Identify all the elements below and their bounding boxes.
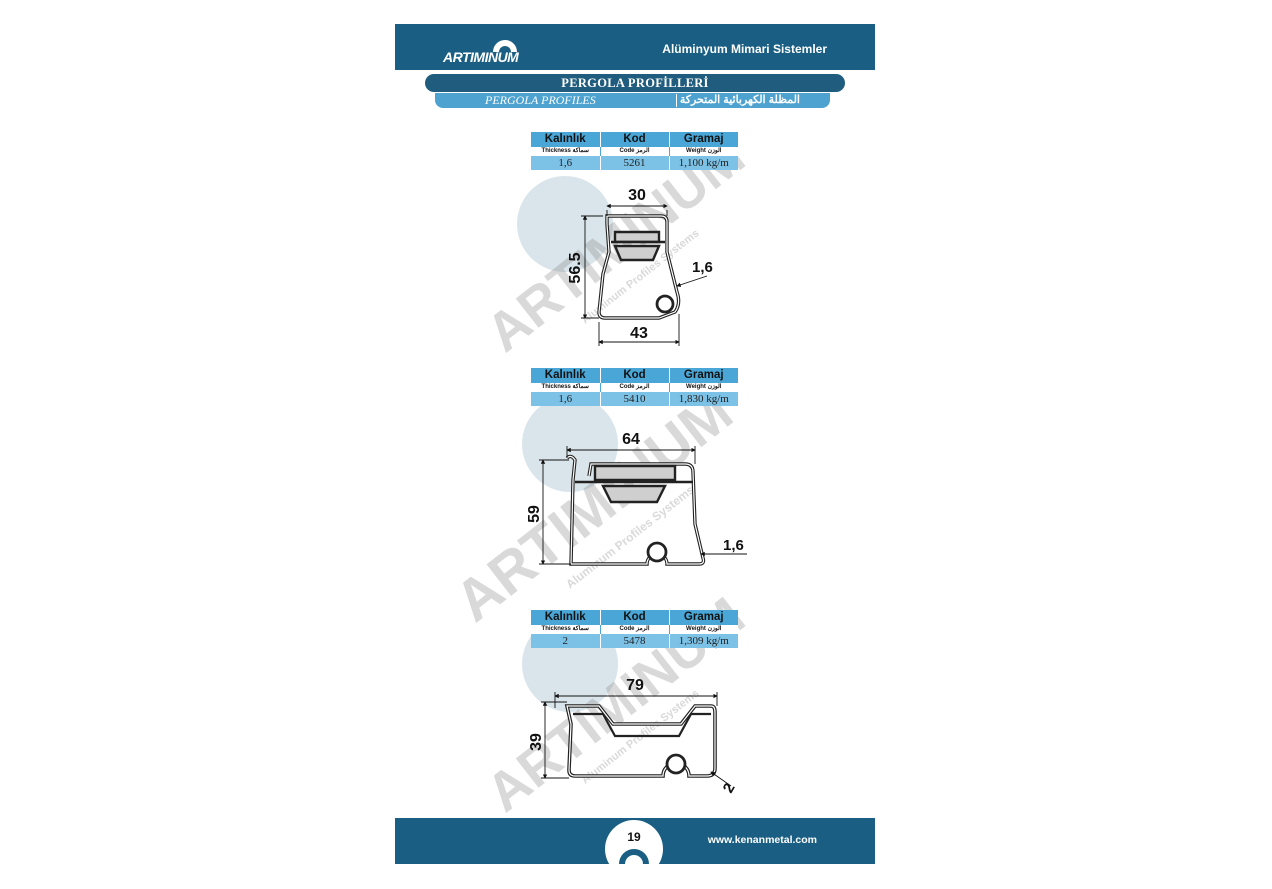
profile-5478-outline bbox=[564, 704, 717, 778]
code-subheader: Code الرمز bbox=[600, 383, 670, 392]
code-header: Kod bbox=[600, 610, 670, 625]
thickness-subheader: Thickness سماكة bbox=[531, 625, 601, 634]
profile-5261-chamber bbox=[613, 230, 661, 262]
profile-5410-top-chamber bbox=[593, 464, 677, 482]
spec-table-1: Kalınlık Kod Gramaj Thickness سماكة Code… bbox=[531, 132, 738, 170]
weight-value: 1,830 kg/m bbox=[669, 392, 738, 406]
thickness-subheader: Thickness سماكة bbox=[531, 383, 601, 392]
section-subtitle-ar: المظلة الكهربائية المتحركة bbox=[679, 94, 800, 106]
profile-5478-top-dim: 79 bbox=[626, 677, 644, 694]
catalog-page: ARTIMINUM Alüminyum Mimari Sistemler PER… bbox=[395, 24, 875, 878]
thickness-value: 1,6 bbox=[531, 392, 601, 406]
artiminum-logo: ARTIMINUM bbox=[442, 40, 520, 64]
profile-5261-height-dim: 56.5 bbox=[567, 252, 584, 283]
profile-5410-height-dim: 59 bbox=[526, 505, 543, 523]
code-value: 5478 bbox=[600, 634, 670, 648]
weight-header: Gramaj bbox=[669, 610, 738, 625]
profile-5478-wall-dim: 2 bbox=[720, 780, 739, 796]
profile-5261-slot bbox=[655, 294, 675, 314]
profile-5261-bottom-dim: 43 bbox=[630, 325, 648, 342]
profile-5410-top-dim: 64 bbox=[622, 431, 640, 448]
profile-5478-dimension-lines bbox=[541, 692, 732, 787]
profile-5261-wall-dim: 1,6 bbox=[692, 259, 713, 276]
page-footer bbox=[395, 818, 875, 878]
weight-value: 1,100 kg/m bbox=[669, 156, 738, 170]
code-header: Kod bbox=[600, 132, 670, 147]
spec-table-2: Kalınlık Kod Gramaj Thickness سماكة Code… bbox=[531, 368, 738, 406]
profile-5410-dimension-lines bbox=[539, 446, 747, 565]
footer-arc-icon bbox=[619, 849, 649, 864]
code-value: 5261 bbox=[600, 156, 670, 170]
profile-5478-inner-line bbox=[566, 705, 716, 777]
weight-subheader: Weight الوزن bbox=[669, 383, 738, 392]
profile-5478-height-dim: 39 bbox=[528, 733, 545, 751]
profile-5410-slot bbox=[646, 541, 668, 563]
weight-header: Gramaj bbox=[669, 132, 738, 147]
weight-value: 1,309 kg/m bbox=[669, 634, 738, 648]
footer-url[interactable]: www.kenanmetal.com bbox=[707, 834, 817, 846]
profile-5261-inner-line bbox=[598, 215, 680, 319]
thickness-value: 1,6 bbox=[531, 156, 601, 170]
thickness-value: 2 bbox=[531, 634, 601, 648]
page-number: 19 bbox=[627, 830, 641, 844]
spec-table-3: Kalınlık Kod Gramaj Thickness سماكة Code… bbox=[531, 610, 738, 648]
thickness-subheader: Thickness سماكة bbox=[531, 147, 601, 156]
thickness-header: Kalınlık bbox=[531, 368, 601, 383]
profile-5410-wall-dim: 1,6 bbox=[723, 537, 744, 554]
profile-5261-top-dim: 30 bbox=[628, 187, 646, 204]
profile-5410-mid-chamber bbox=[601, 484, 667, 504]
weight-header: Gramaj bbox=[669, 368, 738, 383]
thickness-header: Kalınlık bbox=[531, 132, 601, 147]
code-header: Kod bbox=[600, 368, 670, 383]
section-subtitle-bar: PERGOLA PROFILES المظلة الكهربائية المتح… bbox=[435, 93, 830, 108]
thickness-header: Kalınlık bbox=[531, 610, 601, 625]
weight-subheader: Weight الوزن bbox=[669, 147, 738, 156]
section-subtitle-en: PERGOLA PROFILES bbox=[485, 93, 596, 107]
profile-5261-drawing: 30 56.5 43 1,6 bbox=[567, 187, 713, 346]
code-subheader: Code الرمز bbox=[600, 147, 670, 156]
profile-drawings: 30 56.5 43 1,6 64 59 1,6 bbox=[526, 187, 747, 796]
logo-text: ARTIMINUM bbox=[442, 49, 519, 64]
subtitle-divider bbox=[676, 94, 677, 107]
profile-5478-drawing: 79 39 2 bbox=[528, 677, 739, 796]
header-title: Alüminyum Mimari Sistemler bbox=[662, 42, 827, 56]
profile-5410-drawing: 64 59 1,6 bbox=[526, 431, 747, 566]
profile-5261-dimension-lines bbox=[581, 203, 708, 346]
code-subheader: Code الرمز bbox=[600, 625, 670, 634]
profile-5478-slot bbox=[665, 753, 687, 775]
section-title: PERGOLA PROFİLLERİ bbox=[425, 74, 845, 92]
profile-5478-inner-wall bbox=[573, 712, 711, 738]
page-header: ARTIMINUM Alüminyum Mimari Sistemler bbox=[395, 24, 875, 70]
weight-subheader: Weight الوزن bbox=[669, 625, 738, 634]
profile-5410-inner-line bbox=[566, 455, 705, 565]
code-value: 5410 bbox=[600, 392, 670, 406]
